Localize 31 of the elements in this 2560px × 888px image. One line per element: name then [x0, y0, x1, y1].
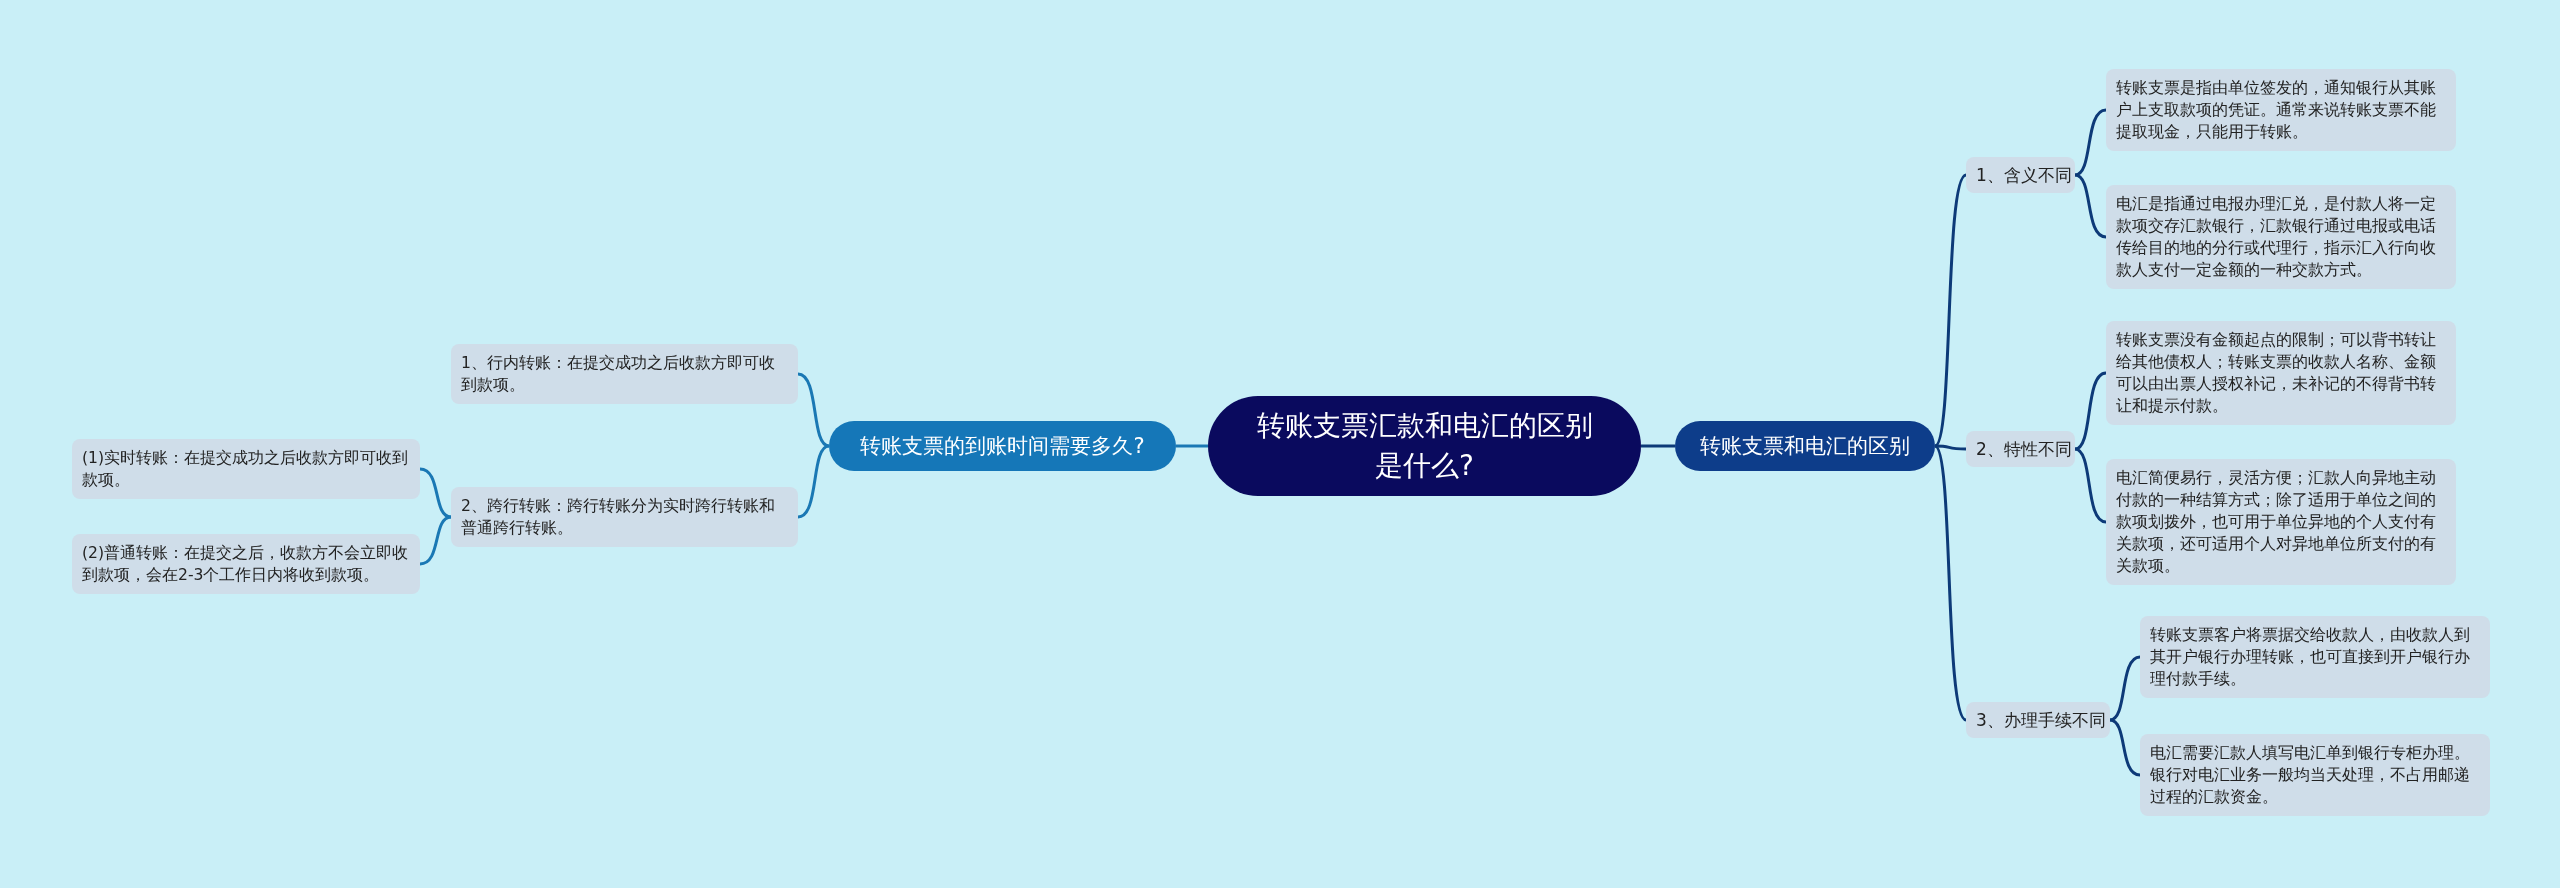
connector-line: [419, 515, 452, 566]
connector-line: [2074, 447, 2107, 524]
text-box: (1)实时转账：在提交成功之后收款方即可收到款项。: [72, 439, 420, 499]
connector-line: [2074, 173, 2107, 239]
text-box: 转账支票客户将票据交给收款人，由收款人到其开户银行办理转账，也可直接到开户银行办理付款手续。: [2140, 616, 2490, 698]
central-topic: 转账支票汇款和电汇的区别是什么?: [1208, 396, 1641, 496]
connector-line: [1933, 174, 1968, 447]
connector-line: [419, 467, 452, 519]
connector-line: [1641, 444, 1675, 448]
connector-line: [2109, 718, 2141, 777]
connector-line: [797, 444, 830, 519]
connector-line: [1934, 444, 1966, 451]
connector-line: [2074, 108, 2107, 177]
text-box: 2、跨行转账：跨行转账分为实时跨行转账和普通跨行转账。: [451, 487, 798, 547]
subtopic-box: 3、办理手续不同: [1966, 702, 2110, 738]
subtopic-box: 1、含义不同: [1966, 157, 2075, 193]
text-box: 电汇简便易行，灵活方便；汇款人向异地主动付款的一种结算方式；除了适用于单位之间的款项划拨外，也可用于单位异地的个人支付有关款项，还可适用个人对异地单位所支付的有关款项。: [2106, 459, 2456, 585]
connector-line: [2109, 655, 2141, 722]
connector-line: [1933, 445, 1968, 721]
text-box: (2)普通转账：在提交之后，收款方不会立即收到款项，会在2-3个工作日内将收到款项。: [72, 534, 420, 594]
text-box: 转账支票没有金额起点的限制；可以背书转让给其他债权人；转账支票的收款人名称、金额可以由出票人授权补记，未补记的不得背书转让和提示付款。: [2106, 321, 2456, 425]
text-box: 电汇是指通过电报办理汇兑，是付款人将一定款项交存汇款银行，汇款银行通过电报或电话传给目的地的分行或代理行，指示汇入行向收款人支付一定金额的一种交款方式。: [2106, 185, 2456, 289]
branch-topic: 转账支票的到账时间需要多久?: [829, 421, 1176, 471]
text-box: 电汇需要汇款人填写电汇单到银行专柜办理。银行对电汇业务一般均当天处理，不占用邮递过程的汇款资金。: [2140, 734, 2490, 816]
subtopic-box: 2、特性不同: [1966, 431, 2075, 467]
text-box: 1、行内转账：在提交成功之后收款方即可收到款项。: [451, 344, 798, 404]
connector-line: [2074, 371, 2107, 451]
connector-line: [797, 372, 830, 448]
connector-line: [1176, 444, 1208, 448]
text-box: 转账支票是指由单位签发的，通知银行从其账户上支取款项的凭证。通常来说转账支票不能提取现金，只能用于转账。: [2106, 69, 2456, 151]
branch-topic: 转账支票和电汇的区别: [1675, 421, 1935, 471]
